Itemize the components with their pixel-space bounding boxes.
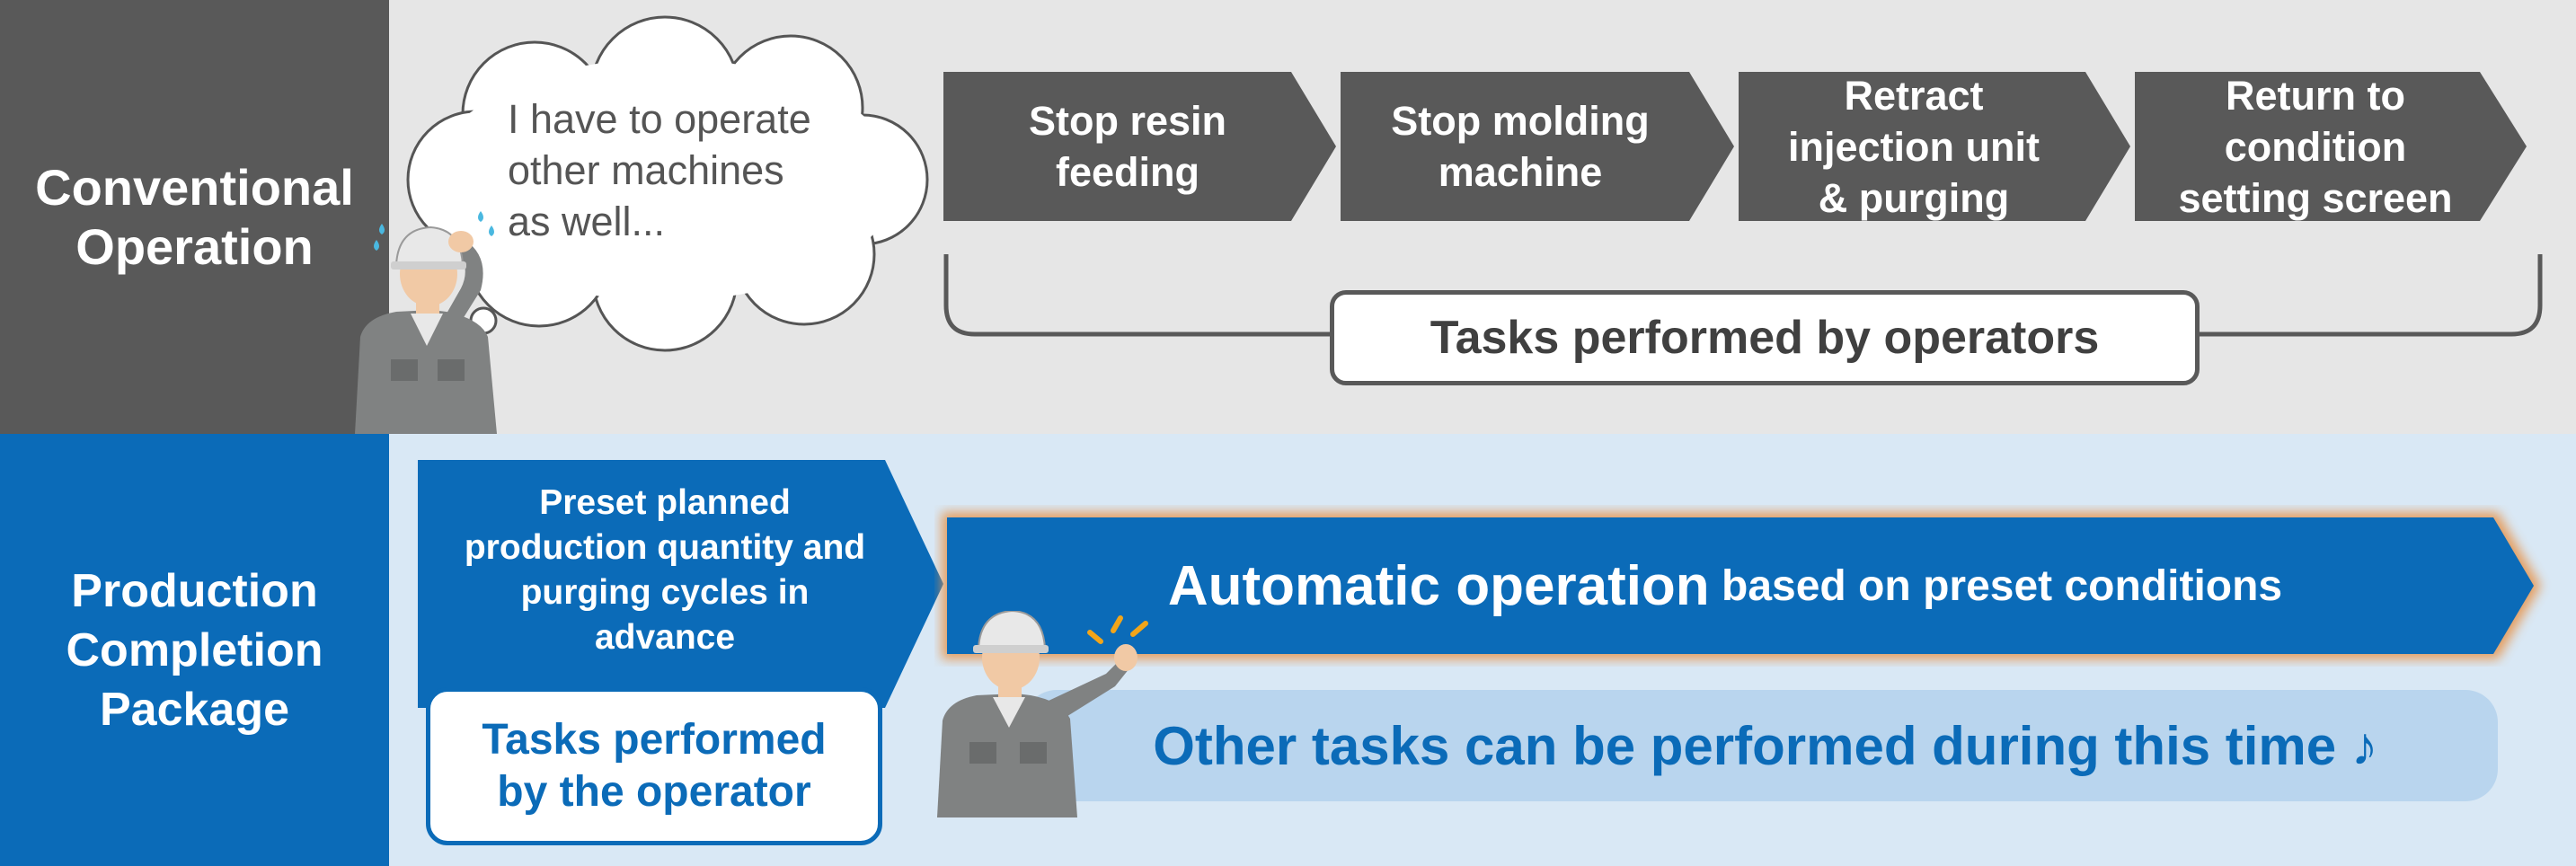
preset-text: Preset planned production quantity and p… bbox=[464, 483, 866, 657]
worker-thinking-figure bbox=[355, 211, 497, 434]
step-arrow-4-shape bbox=[2135, 72, 2527, 221]
thought-cloud bbox=[406, 15, 929, 358]
operator-tasks-box: Tasks performed by the operator bbox=[426, 687, 882, 845]
process-steps bbox=[943, 72, 2527, 221]
step-arrow-1 bbox=[943, 72, 1336, 221]
step-label-4: Return to condition setting screen bbox=[2178, 72, 2453, 221]
automatic-operation-arrow bbox=[942, 512, 2541, 659]
other-tasks-banner bbox=[1024, 690, 2498, 801]
automatic-operation-label: Automatic operation based on preset cond… bbox=[952, 517, 2498, 654]
worker-waving-figure bbox=[937, 611, 1148, 817]
other-tasks-text: Other tasks can be performed during this… bbox=[1153, 715, 2378, 776]
conventional-label: Conventional Operation bbox=[0, 0, 389, 434]
tasks-by-operators-label: Tasks performed by operators bbox=[1330, 290, 2200, 385]
step-label-2: Stop molding machine bbox=[1391, 98, 1650, 195]
step-arrow-3 bbox=[1739, 72, 2130, 221]
step-label-3: Retract injection unit & purging bbox=[1788, 72, 2040, 221]
step-label-1: Stop resin feeding bbox=[1028, 98, 1227, 195]
automatic-operation-rest: based on preset conditions bbox=[1709, 561, 2283, 610]
step-arrow-2 bbox=[1341, 72, 1734, 221]
automatic-operation-main: Automatic operation bbox=[1167, 554, 1710, 617]
package-label: Production Completion Package bbox=[0, 434, 389, 866]
preset-arrow bbox=[418, 460, 943, 708]
thought-text: I have to operate other machines as well… bbox=[508, 96, 811, 244]
